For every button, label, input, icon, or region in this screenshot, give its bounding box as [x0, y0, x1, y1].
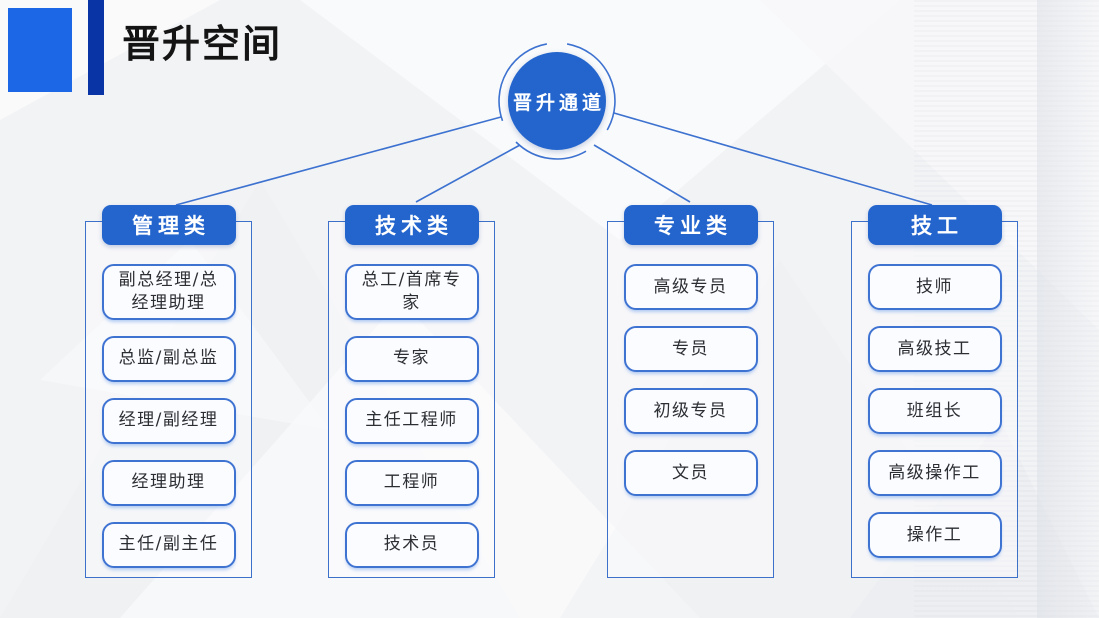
- job-level-box: 专员: [623, 326, 758, 372]
- connector-to-professional: [593, 144, 691, 203]
- job-level-box: 技师: [867, 264, 1002, 310]
- job-level-box: 经理/副经理: [101, 397, 236, 444]
- job-level-box: 总工/首席专家: [344, 264, 479, 320]
- category-item-list: 总工/首席专家专家主任工程师工程师技术员: [329, 264, 494, 568]
- job-level-box: 技术员: [344, 521, 479, 568]
- category-item-list: 副总经理/总经理助理总监/副总监经理/副经理经理助理主任/副主任: [86, 264, 251, 568]
- job-level-box: 主任/副主任: [101, 521, 236, 568]
- page-title: 晋升空间: [122, 22, 283, 66]
- job-level-box: 高级技工: [867, 326, 1002, 372]
- category-header: 管理类: [101, 205, 236, 245]
- job-level-box: 经理助理: [101, 459, 236, 506]
- column-skilled-worker: 技工 技师高级技工班组长高级操作工操作工: [851, 205, 1018, 578]
- right-edge-shading: [1037, 0, 1099, 618]
- column-professional: 专业类 高级专员专员初级专员文员: [607, 205, 774, 578]
- job-level-box: 专家: [344, 335, 479, 382]
- job-level-box: 高级专员: [623, 264, 758, 310]
- category-header: 专业类: [623, 205, 758, 245]
- column-management: 管理类 副总经理/总经理助理总监/副总监经理/副经理经理助理主任/副主任: [85, 205, 252, 578]
- connector-to-technical: [415, 144, 521, 203]
- category-item-list: 高级专员专员初级专员文员: [608, 264, 773, 496]
- hub-label: 晋升通道: [512, 91, 605, 114]
- job-level-box: 操作工: [867, 512, 1002, 558]
- job-level-box: 高级操作工: [867, 450, 1002, 496]
- title-accent-square: [8, 8, 72, 92]
- column-technical: 技术类 总工/首席专家专家主任工程师工程师技术员: [328, 205, 495, 578]
- job-level-box: 工程师: [344, 459, 479, 506]
- category-header: 技术类: [344, 205, 479, 245]
- promotion-hub-circle: 晋升通道: [508, 52, 606, 150]
- job-level-box: 文员: [623, 450, 758, 496]
- job-level-box: 初级专员: [623, 388, 758, 434]
- job-level-box: 总监/副总监: [101, 335, 236, 382]
- connector-to-management: [175, 116, 502, 206]
- title-accent-bar: [88, 0, 104, 95]
- job-level-box: 班组长: [867, 388, 1002, 434]
- category-item-list: 技师高级技工班组长高级操作工操作工: [852, 264, 1017, 558]
- job-level-box: 主任工程师: [344, 397, 479, 444]
- job-level-box: 副总经理/总经理助理: [101, 264, 236, 320]
- category-header: 技工: [867, 205, 1002, 245]
- connector-to-worker: [613, 112, 933, 206]
